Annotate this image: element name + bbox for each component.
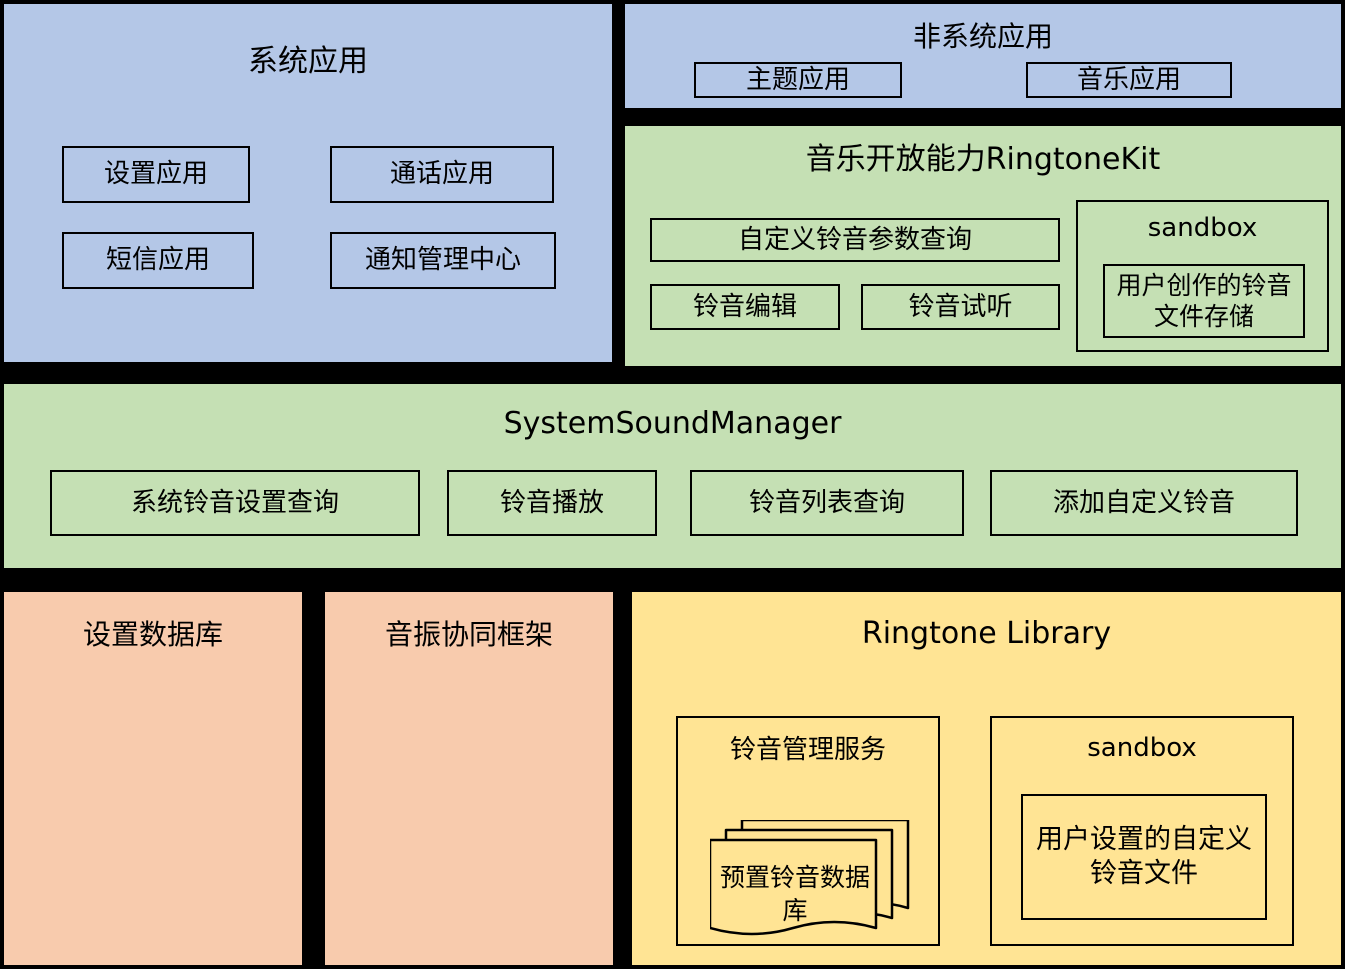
document-stack-icon [710,820,910,936]
system-ringtone-setting-query: 系统铃音设置查询 [50,470,420,536]
system-app-sms: 短信应用 [62,232,254,289]
vibration-framework-title: 音振协同框架 [384,618,553,651]
system-app-settings: 设置应用 [62,146,250,203]
ringtone-library-panel: Ringtone Library 铃音管理服务 预置铃音数据库 sandbox … [632,592,1341,965]
settings-database-title: 设置数据库 [82,618,223,651]
ringtone-list-query: 铃音列表查询 [690,470,964,536]
preset-ringtone-database: 预置铃音数据库 [710,820,910,940]
system-apps-panel: 系统应用 设置应用 通话应用 短信应用 通知管理中心 [4,4,612,362]
user-created-ringtone-storage: 用户创作的铃音文件存储 [1103,264,1305,338]
ringtonekit-panel: 音乐开放能力RingtoneKit 自定义铃音参数查询 铃音编辑 铃音试听 sa… [625,126,1341,366]
ringtone-library-title: Ringtone Library [861,616,1112,651]
ringtone-library-sandbox-label: sandbox [1087,733,1197,763]
system-app-notification-center: 通知管理中心 [330,232,556,289]
ringtone-preview: 铃音试听 [861,284,1060,330]
music-app: 音乐应用 [1026,62,1232,98]
ringtone-library-sandbox: sandbox 用户设置的自定义铃音文件 [990,716,1294,946]
non-system-apps-title: 非系统应用 [912,20,1053,53]
add-custom-ringtone: 添加自定义铃音 [990,470,1298,536]
vibration-framework-panel: 音振协同框架 [325,592,613,965]
ringtone-management-service-label: 铃音管理服务 [729,735,886,765]
ringtonekit-sandbox-label: sandbox [1147,213,1258,243]
theme-app: 主题应用 [694,62,902,98]
preset-ringtone-database-label: 预置铃音数据库 [719,863,870,925]
system-apps-title: 系统应用 [248,44,368,79]
custom-ringtone-param-query: 自定义铃音参数查询 [650,218,1060,262]
user-set-custom-ringtone-files: 用户设置的自定义铃音文件 [1021,794,1267,920]
system-app-call: 通话应用 [330,146,554,203]
ringtonekit-title: 音乐开放能力RingtoneKit [805,142,1161,177]
systemsoundmanager-panel: SystemSoundManager 系统铃音设置查询 铃音播放 铃音列表查询 … [4,384,1341,568]
ringtonekit-sandbox: sandbox 用户创作的铃音文件存储 [1076,200,1329,352]
ringtone-management-service: 铃音管理服务 预置铃音数据库 [676,716,940,946]
non-system-apps-panel: 非系统应用 主题应用 音乐应用 [625,4,1341,108]
systemsoundmanager-title: SystemSoundManager [503,406,842,441]
settings-database-panel: 设置数据库 [4,592,302,965]
ringtone-edit: 铃音编辑 [650,284,840,330]
ringtone-play: 铃音播放 [447,470,657,536]
